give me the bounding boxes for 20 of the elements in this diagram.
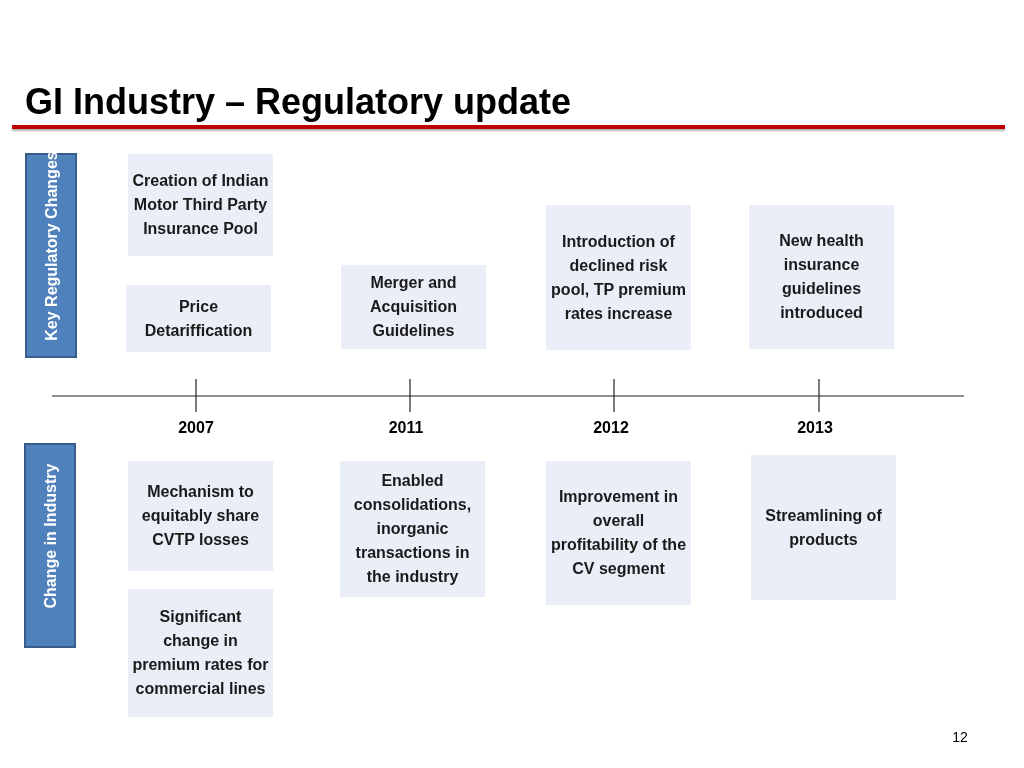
side-band xyxy=(24,443,76,648)
event-text: Enabled consolidations, inorganic transactions in the industry xyxy=(352,471,473,587)
year-label: 2013 xyxy=(796,418,834,438)
event-text: Introduction of declined risk pool, TP premium rates increase xyxy=(550,231,687,324)
event-text: Significant change in premium rates for commercial lines xyxy=(132,607,269,699)
year-label: 2007 xyxy=(177,418,215,438)
event-text: Improvement in overall profitability of the CV segment xyxy=(550,487,687,579)
event-text: Streamlining of products xyxy=(764,505,883,550)
year-label: 2011 xyxy=(387,418,425,438)
event-text: New health insurance guidelines introduced xyxy=(778,231,865,323)
page-number: 12 xyxy=(951,728,969,746)
band-label: Change in Industry xyxy=(40,462,60,610)
event-text: Price Detariffication xyxy=(143,296,254,341)
side-band xyxy=(25,153,77,358)
slide-title: GI Industry – Regulatory update xyxy=(25,80,572,124)
year-label: 2012 xyxy=(592,418,630,438)
event-text: Merger and Acquisition Guidelines xyxy=(368,273,459,341)
event-text: Mechanism to equitably share CVTP losses xyxy=(140,482,261,550)
band-label: Key Regulatory Changes xyxy=(41,149,61,343)
event-text: Creation of Indian Motor Third Party Insurance Pool xyxy=(132,171,269,239)
